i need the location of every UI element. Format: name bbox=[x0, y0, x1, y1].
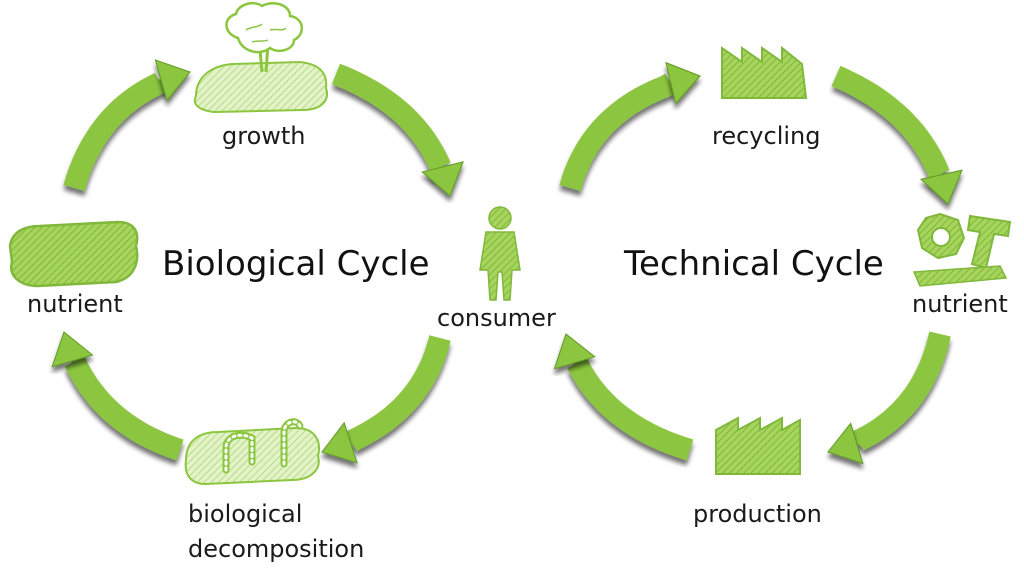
tree-icon bbox=[193, 2, 328, 114]
label-growth: growth bbox=[222, 122, 306, 150]
technical-cycle-title: Technical Cycle bbox=[624, 244, 884, 284]
arrow-decomposition-to-nutrient-shaft bbox=[64, 350, 184, 461]
arrow-nutrient-to-production-head bbox=[827, 422, 864, 465]
biological-cycle-title: Biological Cycle bbox=[162, 244, 430, 284]
arrow-production-to-consumer-shaft bbox=[567, 351, 694, 461]
label-biological: biological bbox=[188, 500, 303, 528]
label-consumer: consumer bbox=[437, 304, 556, 332]
label-recycling: recycling bbox=[712, 122, 821, 150]
label-bio-nutrient: nutrient bbox=[27, 290, 123, 318]
worm-icon bbox=[184, 418, 320, 486]
arrow-nutrient-to-production-shaft bbox=[847, 331, 951, 451]
arrow-decomposition-to-nutrient-head bbox=[51, 331, 94, 368]
arrow-nutrient-to-growth-head bbox=[154, 59, 191, 102]
arrow-consumer-to-decomposition-head bbox=[321, 421, 358, 464]
nut-bolt-icon bbox=[912, 212, 1012, 287]
label-decomposition: decomposition bbox=[188, 535, 365, 563]
person-icon bbox=[479, 206, 521, 301]
label-production: production bbox=[693, 500, 822, 528]
arrow-growth-to-consumer-shaft bbox=[331, 63, 451, 178]
arrow-consumer-to-recycling-shaft bbox=[559, 73, 677, 192]
arrow-consumer-to-recycling-head bbox=[665, 61, 701, 105]
label-tech-nutrient: nutrient bbox=[912, 290, 1008, 318]
leaf-pad-icon bbox=[8, 220, 139, 288]
arrow-recycling-to-nutrient-shaft bbox=[831, 65, 950, 186]
cycle-arrows bbox=[51, 59, 963, 465]
arrow-recycling-to-nutrient-head bbox=[919, 169, 963, 205]
arrow-nutrient-to-growth-shaft bbox=[63, 72, 172, 192]
arrow-consumer-to-decomposition-shaft bbox=[343, 335, 451, 452]
arrow-production-to-consumer-head bbox=[553, 333, 596, 370]
factory-icon bbox=[715, 416, 801, 475]
factory-icon bbox=[721, 45, 808, 99]
arrow-growth-to-consumer-head bbox=[421, 161, 464, 197]
